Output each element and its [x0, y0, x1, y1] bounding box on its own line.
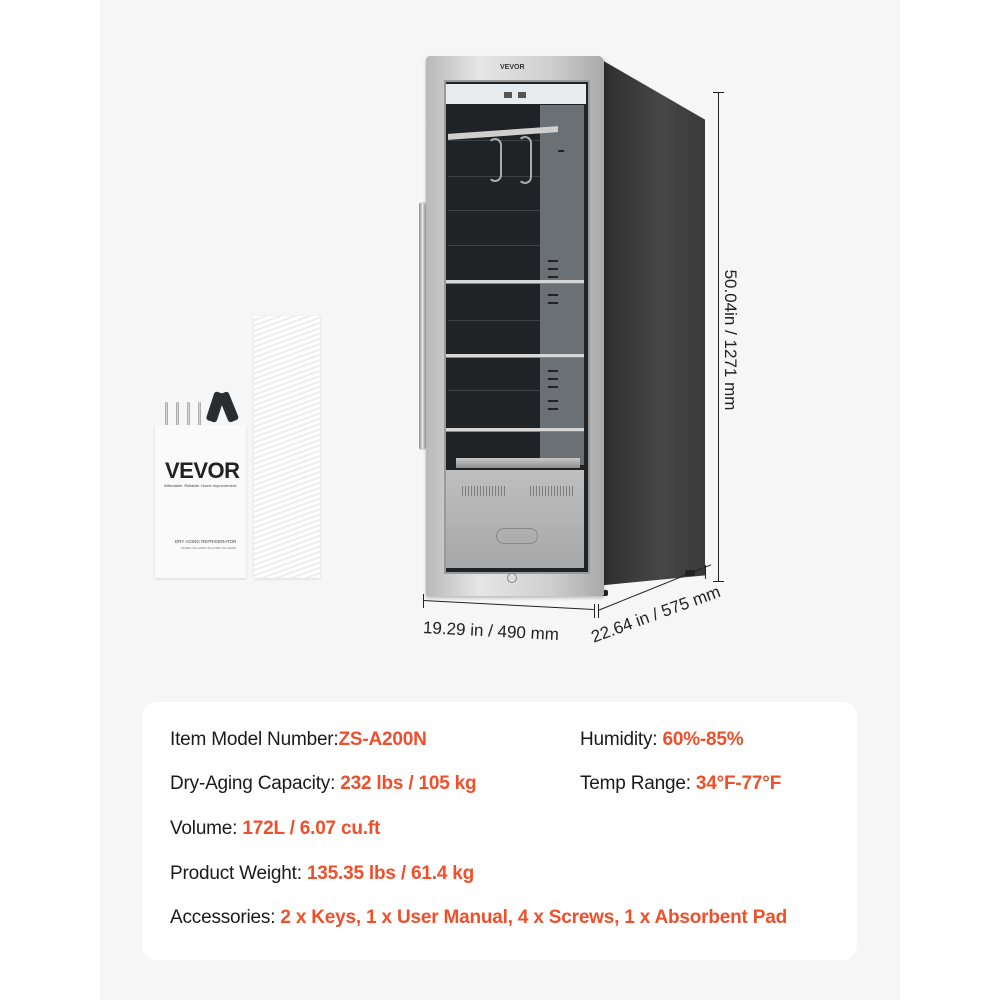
wire-shelf [446, 428, 584, 431]
bottom-drawer [446, 470, 584, 568]
rack-line [448, 210, 540, 211]
drawer-grill [462, 486, 506, 496]
display-button [504, 92, 512, 98]
spec-label: Product Weight: [170, 863, 307, 884]
spec-label: Item Model Number: [170, 729, 339, 750]
dimension-cap [423, 594, 424, 608]
fridge-logo: VEVOR [500, 64, 525, 71]
s-hook [518, 136, 532, 184]
spec-accessories: Accessories: 2 x Keys, 1 x User Manual, … [170, 907, 787, 929]
screw-icon [165, 402, 168, 430]
dimension-cap [713, 92, 724, 93]
vent [548, 386, 558, 388]
dimension-cap [713, 581, 724, 582]
screw-icon [198, 402, 201, 430]
dimension-cap [598, 604, 599, 618]
spec-label: Accessories: [170, 907, 281, 928]
manual-tagline: Affordable. Reliable. Home Improvement. [164, 483, 238, 488]
wire-shelf [446, 354, 584, 357]
spec-value: 232 lbs / 105 kg [340, 773, 477, 794]
vent [548, 408, 558, 410]
door-handle [419, 202, 426, 450]
wire-shelf [446, 280, 584, 283]
lock-icon [507, 573, 517, 583]
screw-icon [176, 402, 179, 430]
height-dimension-line [718, 92, 719, 582]
rack-line [448, 390, 540, 391]
dimension-cap [705, 565, 706, 579]
user-manual-image: VEVOR Affordable. Reliable. Home Improve… [155, 425, 246, 578]
screw-icon [187, 402, 190, 430]
vent [548, 260, 558, 262]
vent [548, 400, 558, 402]
vent [558, 150, 564, 152]
vent [548, 370, 558, 372]
spec-value: 2 x Keys, 1 x User Manual, 4 x Screws, 1… [280, 907, 787, 928]
specs-card [142, 702, 857, 960]
spec-label: Temp Range: [580, 773, 696, 794]
drawer-handle [496, 528, 538, 544]
spec-capacity: Dry-Aging Capacity: 232 lbs / 105 kg [170, 773, 477, 795]
spec-value: 135.35 lbs / 61.4 kg [306, 863, 475, 884]
height-label: 50.04in / 1271 mm [721, 269, 740, 411]
spec-temp-range: Temp Range: 34°F-77°F [580, 773, 781, 795]
dimension-cap [594, 604, 595, 618]
manual-logo: VEVOR [165, 458, 240, 483]
vent [548, 378, 558, 380]
spec-label: Volume: [170, 818, 243, 839]
drip-tray [456, 458, 580, 468]
fridge-back-wall [540, 105, 584, 465]
rack-line [448, 245, 540, 246]
spec-weight: Product Weight: 135.35 lbs / 61.4 kg [170, 863, 474, 885]
rack-line [448, 320, 540, 321]
absorbent-pad-image [254, 316, 320, 578]
display-button [518, 92, 526, 98]
spec-label: Humidity: [580, 729, 663, 750]
manual-subtitle: MODEL:ZS-A200N ZS-A200N ZS-A200N [181, 546, 237, 550]
vent [548, 302, 558, 304]
spec-volume: Volume: 172L / 6.07 cu.ft [170, 818, 380, 840]
vent [548, 294, 558, 296]
s-hook [488, 138, 502, 182]
spec-value: ZS-A200N [338, 729, 427, 750]
spec-value: 60%-85% [662, 729, 744, 750]
control-display [446, 84, 586, 104]
drawer-grill [530, 486, 574, 496]
spec-model: Item Model Number:ZS-A200N [170, 729, 427, 751]
fridge-side-panel [595, 56, 705, 586]
spec-value: 34°F-77°F [695, 773, 782, 794]
vent [548, 276, 558, 278]
vent [548, 268, 558, 270]
spec-value: 172L / 6.07 cu.ft [242, 818, 381, 839]
spec-label: Dry-Aging Capacity: [170, 773, 341, 794]
spec-humidity: Humidity: 60%-85% [580, 729, 744, 751]
manual-title: DRY AGING REFRIGERATOR [175, 539, 237, 544]
